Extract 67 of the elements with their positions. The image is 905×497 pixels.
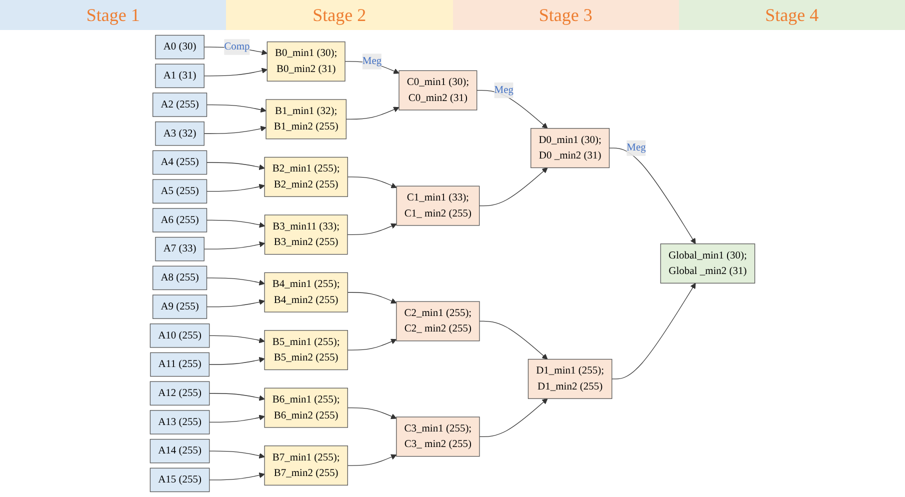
node-box: C3_min1 (255); C3_ min2 (255) [396, 416, 480, 457]
arrow [209, 414, 265, 423]
node-box: B5_min1 (255); B5_min2 (255) [264, 330, 348, 370]
node-box: A2 (255) [152, 92, 208, 117]
arrow [347, 176, 397, 188]
stage-heading: Stage 1 [0, 0, 226, 30]
node-box: B0_min1 (30); B0_min2 (31) [266, 41, 346, 82]
arrow [206, 220, 266, 228]
arrow [206, 162, 265, 170]
arrow [346, 106, 400, 120]
arrow [347, 223, 397, 235]
arrow [209, 335, 265, 344]
stage-heading: Stage 4 [678, 0, 905, 30]
node-box: D0_min1 (30); D0 _min2 (31) [530, 128, 610, 168]
arrow [347, 292, 397, 304]
node-box: B6_min1 (255); B6_min2 (255) [264, 388, 348, 428]
edge-label: Meg [494, 84, 514, 96]
node-box: A1 (31) [155, 64, 204, 88]
edge-label: Meg [626, 142, 646, 154]
node-box: A8 (255) [152, 266, 208, 290]
node-box: A4 (255) [152, 150, 208, 175]
arrow [204, 68, 268, 76]
stage-heading: Stage 2 [226, 0, 452, 30]
arrow [476, 90, 548, 129]
node-box: A9 (255) [152, 294, 208, 319]
node-box: B2_min1 (255); B2_min2 (255) [264, 156, 348, 197]
node-box: A5 (255) [152, 179, 208, 204]
arrow [347, 407, 397, 420]
arrow [608, 148, 696, 244]
node-box: A0 (30) [155, 34, 204, 60]
node-box: A13 (255) [150, 410, 210, 434]
arrow [347, 454, 397, 466]
arrow [479, 398, 548, 437]
node-box: Global_min1 (30); Global _min2 (31) [660, 244, 756, 284]
node-box: C0_min1 (30); C0_min2 (31) [398, 70, 478, 110]
node-box: A7 (33) [155, 236, 204, 262]
arrow [209, 472, 265, 480]
edge-label: Meg [362, 56, 382, 67]
node-box: A14 (255) [150, 438, 210, 464]
node-box: B1_min1 (32); B1_min2 (255) [266, 99, 347, 140]
node-box: A6 (255) [152, 208, 208, 232]
node-box: B4_min1 (255); B4_min2 (255) [264, 272, 348, 312]
arrow [209, 450, 265, 459]
node-box: B3_min11 (33); B3_min2 (255) [264, 214, 348, 255]
node-box: D1_min1 (255); D1_min2 (255) [528, 358, 612, 399]
arrow [204, 242, 266, 250]
node-box: A3 (32) [155, 122, 204, 146]
stage-heading: Stage 3 [452, 0, 679, 30]
edge-label: Comp [224, 41, 250, 52]
arrow [204, 126, 266, 134]
node-box: A12 (255) [150, 381, 210, 406]
node-box: B7_min1 (255); B7_min2 (255) [264, 446, 348, 486]
arrow [479, 167, 548, 206]
node-box: A15 (255) [150, 468, 210, 492]
arrow [206, 104, 266, 113]
node-box: C2_min1 (255); C2_ min2 (255) [396, 301, 480, 342]
arrow [612, 282, 696, 380]
node-box: C1_min1 (33); C1_ min2 (255) [396, 186, 480, 226]
arrow [206, 278, 265, 286]
arrow [479, 320, 548, 360]
arrow [206, 299, 265, 308]
arrow [209, 393, 265, 401]
arrow [208, 357, 265, 365]
arrow [206, 184, 265, 192]
node-box: A10 (255) [150, 324, 210, 348]
arrow [347, 338, 397, 350]
node-box: A11 (255) [150, 352, 210, 377]
